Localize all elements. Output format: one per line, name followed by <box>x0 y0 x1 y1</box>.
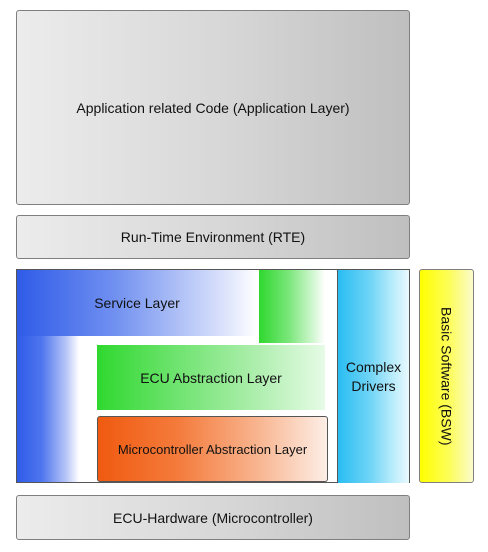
service-layer-label: Service Layer <box>94 295 180 311</box>
complex-drivers-box: Complex Drivers <box>337 270 409 483</box>
basic-software-label: Basic Software (BSW) <box>438 306 455 446</box>
ecu-abstraction-layer-bar: ECU Abstraction Layer <box>97 345 325 410</box>
rte-layer-label: Run-Time Environment (RTE) <box>120 229 306 245</box>
complex-drivers-label-line1: Complex <box>345 358 402 375</box>
ecu-abstraction-layer-label: ECU Abstraction Layer <box>140 369 282 386</box>
service-layer-bar: Service Layer <box>17 270 257 336</box>
ecu-abstraction-column <box>259 270 325 343</box>
complex-drivers-label: Complex Drivers <box>346 358 401 396</box>
microcontroller-abstraction-layer-label: Microcontroller Abstraction Layer <box>117 441 308 457</box>
microcontroller-abstraction-layer-box: Microcontroller Abstraction Layer <box>97 416 328 482</box>
complex-drivers-label-line2: Drivers <box>351 377 396 394</box>
application-layer-label: Application related Code (Application La… <box>76 99 350 116</box>
ecu-hardware-label: ECU-Hardware (Microcontroller) <box>113 509 313 526</box>
basic-software-side-box: Basic Software (BSW) <box>419 269 474 483</box>
ecu-hardware-box: ECU-Hardware (Microcontroller) <box>16 495 410 540</box>
service-layer-column <box>17 336 79 482</box>
application-layer-box: Application related Code (Application La… <box>16 10 410 205</box>
rte-layer-box: Run-Time Environment (RTE) <box>16 215 410 259</box>
